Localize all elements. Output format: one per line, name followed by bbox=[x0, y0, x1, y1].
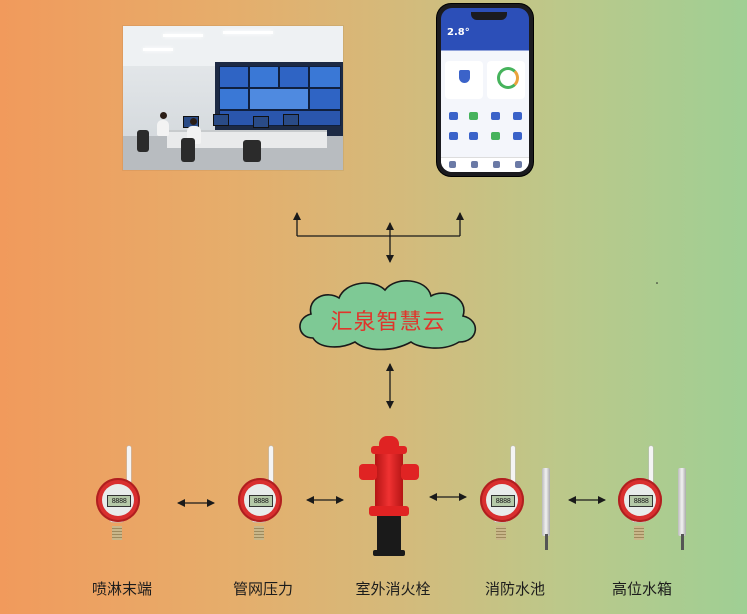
label-high-tank: 高位水箱 bbox=[611, 580, 673, 598]
cloud-label: 汇泉智慧云 bbox=[330, 310, 446, 335]
label-pipe-pressure: 管网压力 bbox=[232, 580, 294, 598]
phone-temperature: 2.8° bbox=[447, 27, 470, 38]
sprinkler-end-sensor: 8888 bbox=[94, 446, 144, 556]
high-tank-sensor: 8888 bbox=[616, 446, 696, 556]
pressure-sensor-icon: 8888 bbox=[618, 478, 662, 522]
cloud-node: 汇泉智慧云 bbox=[293, 276, 483, 356]
level-probe-icon bbox=[678, 468, 686, 536]
fire-hydrant-icon bbox=[357, 436, 421, 558]
pressure-sensor-icon: 8888 bbox=[238, 478, 282, 522]
level-probe-icon bbox=[542, 468, 550, 536]
fire-pool-sensor: 8888 bbox=[478, 446, 558, 556]
cloud-icon bbox=[299, 280, 477, 351]
pressure-sensor-icon: 8888 bbox=[480, 478, 524, 522]
control-room-photo bbox=[123, 26, 343, 170]
label-sprinkler-end: 喷淋末端 bbox=[91, 580, 153, 598]
pressure-sensor-icon: 8888 bbox=[96, 478, 140, 522]
mobile-app-phone: 2.8° bbox=[437, 4, 533, 176]
label-outdoor-hydrant: 室外消火栓 bbox=[355, 580, 431, 598]
label-fire-pool: 消防水池 bbox=[484, 580, 546, 598]
pipe-pressure-sensor: 8888 bbox=[236, 446, 286, 556]
